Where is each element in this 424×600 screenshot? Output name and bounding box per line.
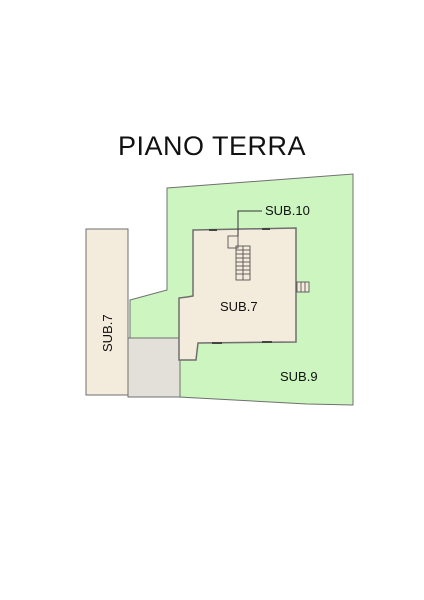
label-sub10: SUB.10	[265, 203, 310, 218]
watermark-logo-icon	[148, 414, 170, 436]
main-building-sub7	[178, 227, 297, 361]
sub10-leader-line	[237, 210, 262, 236]
label-sub7-side: SUB.7	[100, 314, 115, 352]
side-room-sub7	[85, 228, 129, 396]
gray-block	[127, 337, 181, 398]
entrance-steps-icon	[296, 281, 310, 293]
label-sub7-main: SUB.7	[220, 299, 258, 314]
label-sub9: SUB.9	[280, 369, 318, 384]
staircase-icon	[227, 235, 251, 281]
plan-title: PIANO TERRA	[117, 131, 307, 161]
watermark: casa.it	[176, 410, 246, 437]
